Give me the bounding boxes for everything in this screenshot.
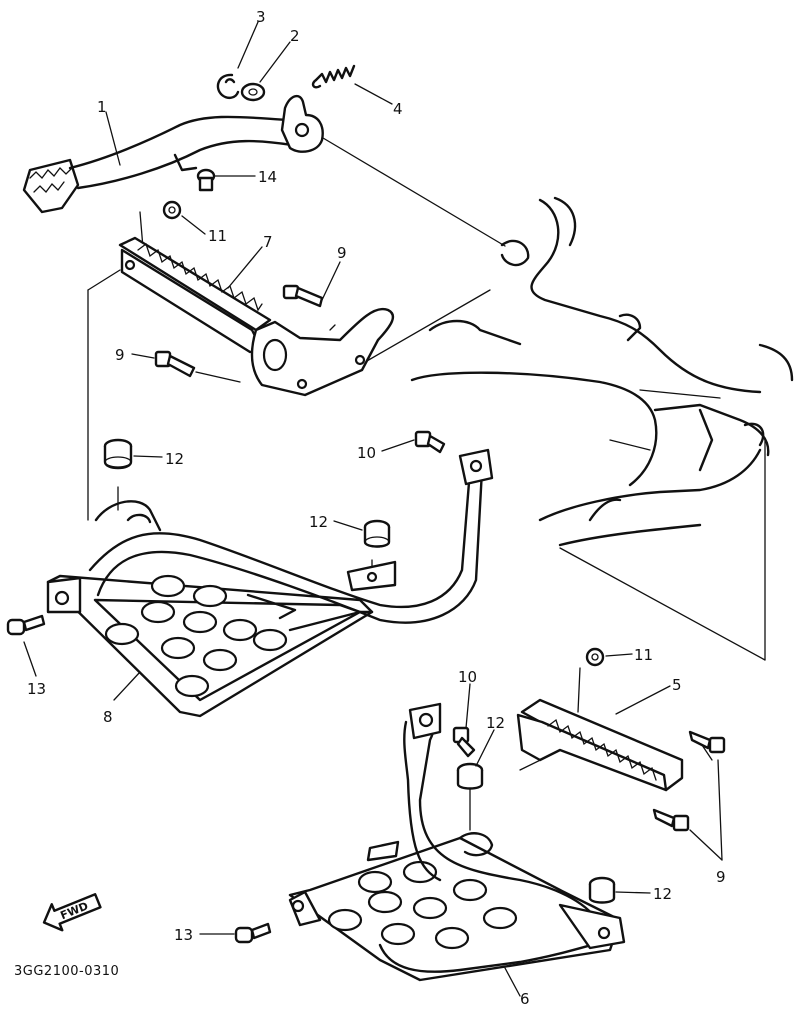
bolt-10-upper — [414, 430, 446, 454]
bolt-13-lower — [234, 922, 272, 944]
callout-6: 6 — [520, 990, 530, 1008]
callout-12-left: 12 — [165, 450, 184, 468]
rubber-damper-12b — [363, 519, 391, 548]
callout-3: 3 — [256, 8, 266, 26]
callout-12-lower: 12 — [653, 885, 672, 903]
callout-12-right: 12 — [486, 714, 505, 732]
bolt-13-left — [6, 614, 46, 677]
callout-9-lower: 9 — [716, 868, 726, 886]
callout-10-lower: 10 — [458, 668, 477, 686]
callout-4: 4 — [393, 100, 403, 118]
washer — [240, 82, 266, 102]
callout-1: 1 — [97, 98, 107, 116]
callout-11-upper: 11 — [208, 227, 227, 245]
callout-2: 2 — [290, 27, 300, 45]
callout-14: 14 — [258, 168, 277, 186]
fwd-arrow-icon: FWD — [42, 893, 102, 932]
callout-13-left: 13 — [27, 680, 46, 698]
callout-13-lower: 13 — [174, 926, 193, 944]
return-spring — [311, 64, 356, 89]
callout-leaders — [105, 21, 723, 997]
rubber-damper-12d — [588, 876, 616, 904]
footrest-left-plate — [46, 448, 494, 718]
brake-pedal — [22, 94, 324, 214]
callout-5: 5 — [672, 676, 682, 694]
bolt-10-lower — [452, 726, 476, 758]
callout-11-lower: 11 — [634, 646, 653, 664]
frame-outline — [410, 196, 794, 547]
rubber-damper-12a — [103, 438, 133, 470]
bolt-9-lower-left — [652, 808, 690, 832]
footrest-right-plate — [288, 702, 626, 982]
bolt-9-lower-right — [688, 730, 726, 754]
bolt-14 — [196, 168, 216, 192]
callout-10-upper: 10 — [357, 444, 376, 462]
diagram-code: 3GG2100-0310 — [14, 964, 119, 979]
bolt-9-upper-right — [282, 284, 324, 308]
e-clip — [216, 73, 240, 100]
callout-labels: 3 2 4 1 14 11 7 9 9 12 10 12 13 8 11 5 1… — [27, 8, 726, 1008]
callout-9-left: 9 — [115, 346, 125, 364]
callout-7: 7 — [263, 233, 273, 251]
bolt-9-upper-left — [154, 350, 241, 383]
footrest-right-peg — [516, 647, 684, 792]
footrest-rear-upper — [118, 200, 395, 397]
rubber-damper-12c — [456, 762, 484, 790]
callout-8: 8 — [103, 708, 113, 726]
callout-12-mid: 12 — [309, 513, 328, 531]
callout-9-upper: 9 — [337, 244, 347, 262]
